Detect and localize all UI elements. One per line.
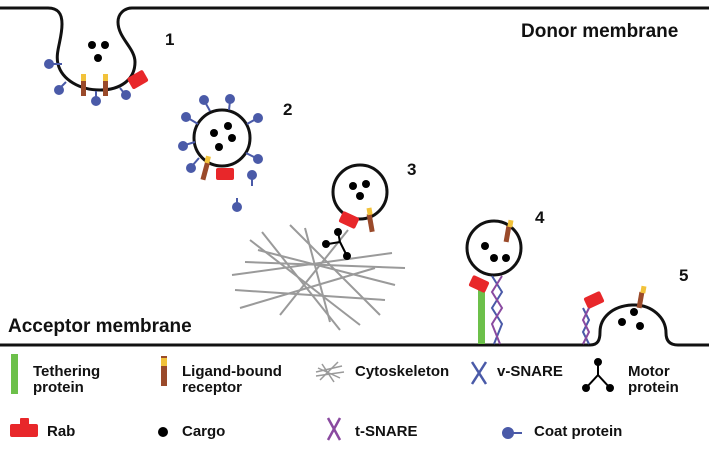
receptor-5 bbox=[636, 285, 647, 309]
receptor-2 bbox=[200, 155, 211, 181]
cargo-group-2 bbox=[210, 122, 236, 151]
rab-4 bbox=[468, 275, 490, 293]
t-snare-icon bbox=[326, 417, 342, 441]
acceptor-membrane-label: Acceptor membrane bbox=[8, 316, 192, 337]
receptor-4 bbox=[503, 219, 514, 243]
cargo-group-4 bbox=[481, 242, 510, 262]
vesicle-2 bbox=[192, 108, 252, 168]
tethering-protein-icon bbox=[11, 354, 18, 394]
coat-group-1 bbox=[44, 59, 131, 106]
vesicle-4 bbox=[465, 219, 523, 277]
v-snare-icon bbox=[470, 361, 488, 385]
motor-protein-3 bbox=[322, 228, 351, 260]
step-label-3: 3 bbox=[407, 160, 417, 179]
tethering-protein-4 bbox=[478, 288, 485, 344]
cytoskeleton-icon bbox=[315, 361, 345, 383]
cargo-group-5 bbox=[618, 308, 644, 330]
legend-coat-label: Coat protein bbox=[534, 423, 623, 440]
rab-3 bbox=[338, 211, 360, 229]
cargo-group-3 bbox=[349, 180, 370, 200]
rab-icon bbox=[10, 418, 38, 437]
cytoskeleton-filaments bbox=[231, 224, 406, 331]
step-label-1: 1 bbox=[165, 30, 175, 49]
legend-cytoskeleton-label: Cytoskeleton bbox=[355, 363, 450, 380]
receptor-group-1 bbox=[81, 74, 108, 96]
motor-protein-icon bbox=[582, 358, 614, 392]
coat-group-2 bbox=[178, 94, 263, 173]
rab-2 bbox=[216, 168, 234, 180]
rab-1 bbox=[127, 70, 149, 89]
coat-protein-icon bbox=[502, 427, 522, 439]
legend-t-snare-label: t-SNARE bbox=[355, 423, 418, 440]
legend-cargo-label: Cargo bbox=[182, 423, 226, 440]
legend-v-snare-label: v-SNARE bbox=[497, 363, 563, 380]
cargo-group-1 bbox=[88, 41, 109, 62]
legend-rab-label: Rab bbox=[47, 423, 76, 440]
snare-complex-4 bbox=[490, 275, 504, 345]
cargo-icon bbox=[158, 427, 168, 437]
acceptor-membrane bbox=[0, 303, 709, 347]
receptor-3 bbox=[366, 207, 375, 233]
donor-membrane bbox=[0, 6, 709, 92]
step-label-5: 5 bbox=[679, 266, 689, 285]
snare-complex-5 bbox=[581, 307, 591, 345]
ligand-receptor-icon bbox=[161, 356, 167, 386]
step-label-4: 4 bbox=[535, 208, 545, 227]
released-coat-2 bbox=[232, 170, 257, 212]
rab-5 bbox=[583, 291, 605, 309]
step-label-2: 2 bbox=[283, 100, 293, 119]
donor-membrane-label: Donor membrane bbox=[521, 21, 679, 42]
